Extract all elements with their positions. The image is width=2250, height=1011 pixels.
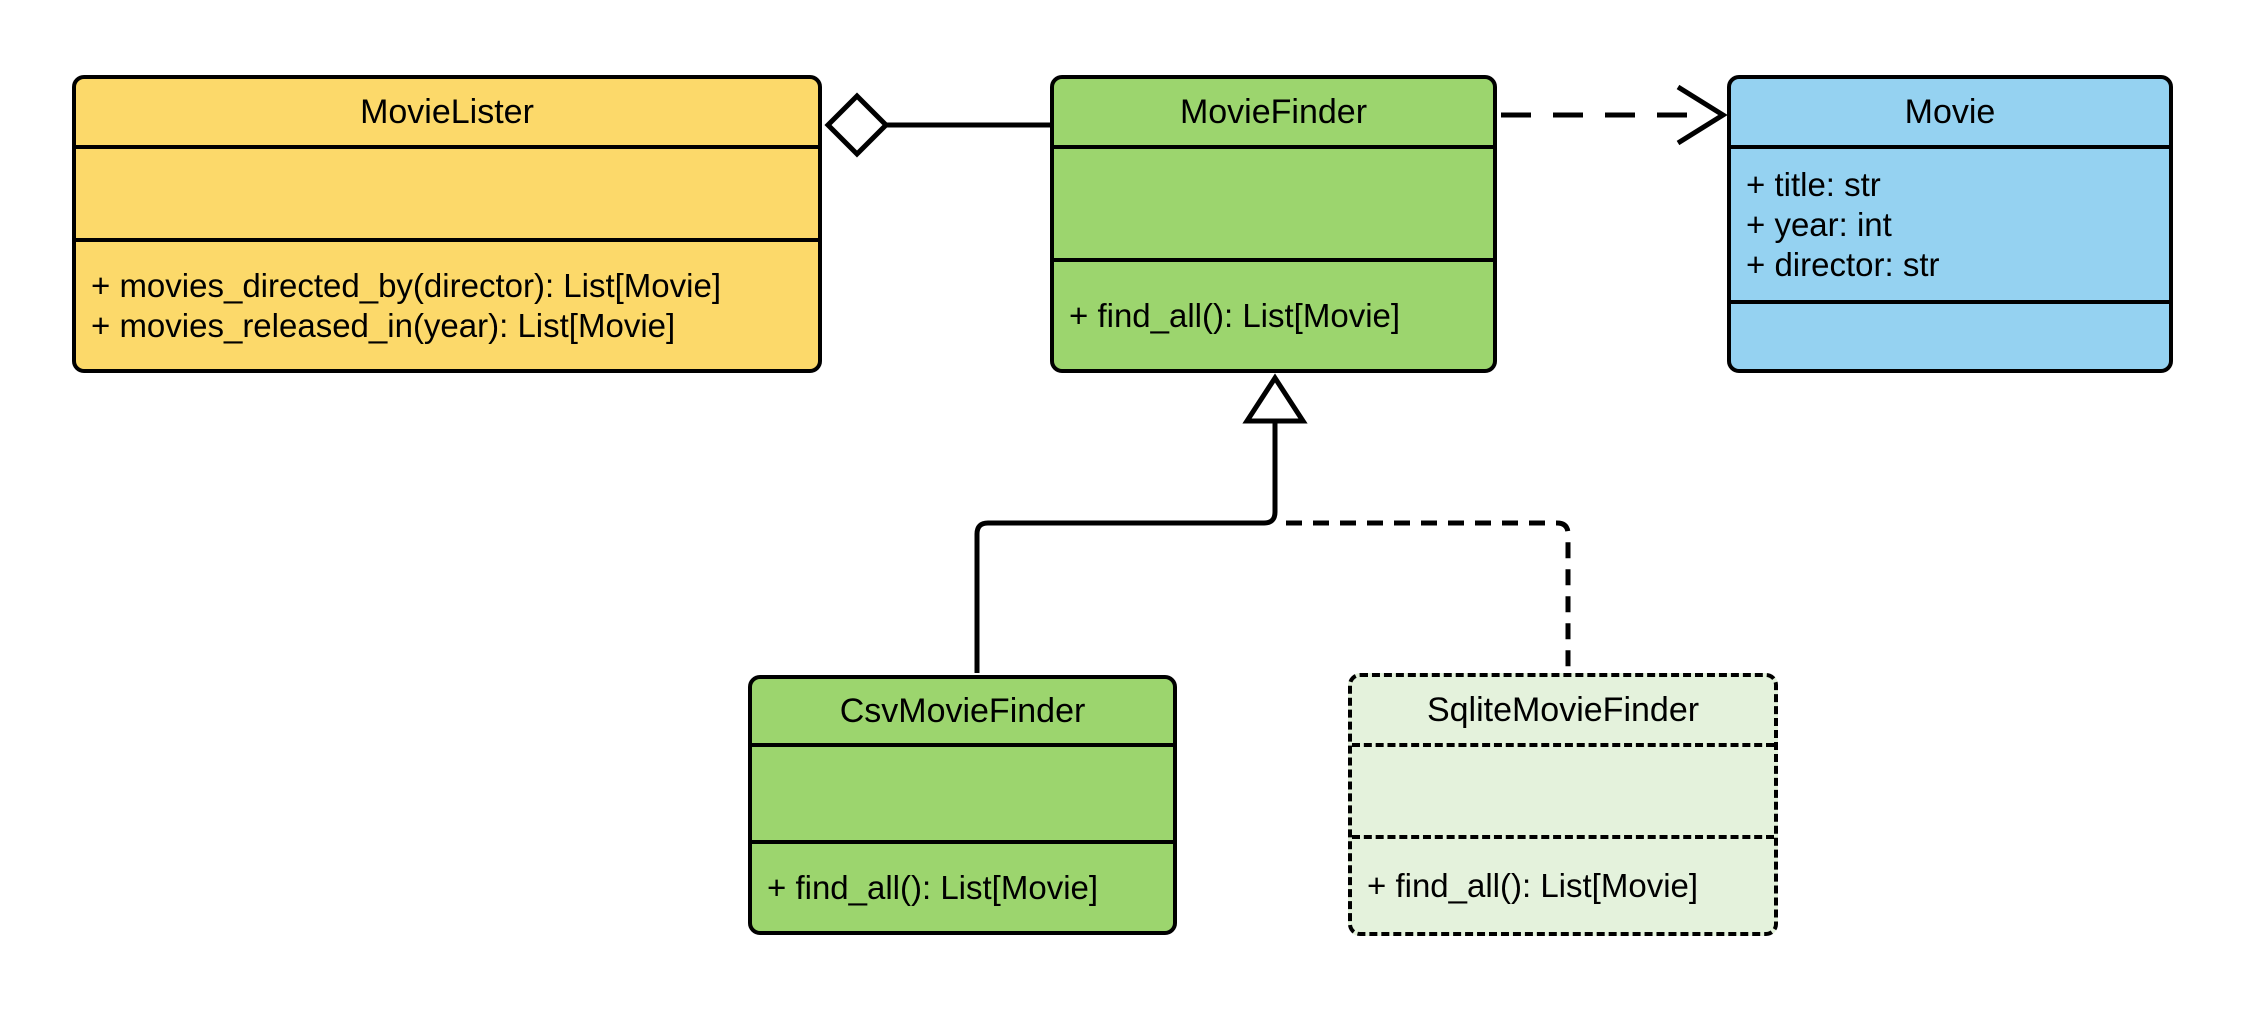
aggregation-connector [824,92,1052,158]
attributes-compartment: + title: str + year: int + director: str [1731,145,2169,300]
attributes-compartment [76,145,818,238]
class-box-csvmoviefinder: CsvMovieFinder + find_all(): List[Movie] [748,675,1177,935]
method-label: + find_all(): List[Movie] [1367,866,1699,904]
class-title: MovieFinder [1179,92,1368,131]
attribute-label: + director: str [1746,245,1940,283]
class-box-sqlitemoviefinder: SqliteMovieFinder + find_all(): List[Mov… [1348,673,1778,936]
method-label: + movies_directed_by(director): List[Mov… [91,266,721,304]
class-title: CsvMovieFinder [839,691,1086,730]
class-box-movie: Movie + title: str + year: int + directo… [1727,75,2173,373]
hollow-triangle-marker [1242,373,1308,424]
attributes-compartment [1054,145,1493,258]
hollow-diamond-marker [824,92,890,158]
inheritance-connector-solid [974,373,1308,673]
dependency-connector [1501,84,1728,146]
inheritance-dashed-line [1286,520,1571,669]
methods-compartment: + find_all(): List[Movie] [1054,258,1493,369]
method-label: + find_all(): List[Movie] [1069,296,1401,334]
class-box-movielister: MovieLister + movies_directed_by(directo… [72,75,822,373]
class-box-moviefinder: MovieFinder + find_all(): List[Movie] [1050,75,1497,373]
method-label: + find_all(): List[Movie] [767,868,1099,906]
class-title: MovieLister [360,92,534,131]
attributes-compartment [1352,743,1774,835]
attribute-label: + year: int [1746,205,1892,243]
class-title: SqliteMovieFinder [1426,690,1700,729]
attribute-label: + title: str [1746,165,1881,203]
class-title: Movie [1904,92,1996,131]
method-label: + movies_released_in(year): List[Movie] [91,306,676,344]
attributes-compartment [752,743,1173,840]
inheritance-solid-line [974,421,1278,673]
open-arrowhead-marker [1676,84,1728,146]
methods-compartment: + find_all(): List[Movie] [1352,835,1774,932]
methods-compartment [1731,300,2169,369]
inheritance-connector-dashed [1286,520,1571,669]
methods-compartment: + movies_directed_by(director): List[Mov… [76,238,818,369]
methods-compartment: + find_all(): List[Movie] [752,840,1173,931]
